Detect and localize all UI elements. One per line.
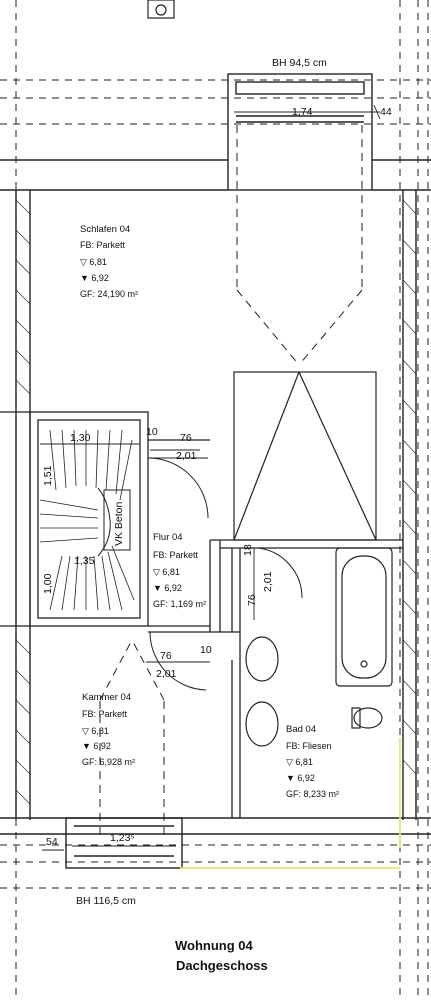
room-name-schlafen: Schlafen 04 <box>80 224 131 235</box>
bottom-sill-height: BH 116,5 cm <box>76 895 136 907</box>
dim-stair-100: 1,00 <box>42 573 54 594</box>
chimney-symbol <box>147 0 175 19</box>
top-sill-height: BH 94,5 cm <box>272 57 327 69</box>
room-name-kammer: Kammer 04 <box>82 692 132 703</box>
bathtub <box>335 547 393 687</box>
dim-door-76c: 76 <box>160 650 172 662</box>
dim-door-201b: 2,01 <box>262 571 274 592</box>
sink-icon <box>245 636 279 682</box>
dim-stair-151: 1,51 <box>42 465 54 486</box>
dim-stair-10: 10 <box>146 426 158 438</box>
room-height-raw-schlafen: ▼ 6,92 <box>80 273 109 283</box>
dim-stair-135: 1,35 <box>74 555 95 567</box>
room-name-bad: Bad 04 <box>286 724 317 735</box>
room-name-flur: Flur 04 <box>153 532 183 543</box>
dim-door-76a: 76 <box>180 432 192 444</box>
room-height-raw-flur: ▼ 6,92 <box>153 583 182 593</box>
dim-door-76b: 76 <box>246 594 258 606</box>
dim-bottom-54: 54 <box>46 836 58 848</box>
dim-door-201a: 2,01 <box>176 450 197 462</box>
room-height-clear-bad: ▽ 6,81 <box>286 757 313 767</box>
room-floor-kammer: FB: Parkett <box>82 709 128 719</box>
toilet-icon <box>353 707 383 729</box>
room-area-kammer: GF: 6,928 m² <box>82 757 136 767</box>
room-area-schlafen: GF: 24,190 m² <box>80 289 139 299</box>
dim-10c: 10 <box>200 644 212 656</box>
room-height-clear-kammer: ▽ 6,81 <box>82 726 109 736</box>
room-floor-flur: FB: Parkett <box>153 550 199 560</box>
room-area-bad: GF: 8,233 m² <box>286 789 340 799</box>
room-height-raw-bad: ▼ 6,92 <box>286 773 315 783</box>
room-height-clear-schlafen: ▽ 6,81 <box>80 257 107 267</box>
room-area-flur: GF: 1,169 m² <box>153 599 207 609</box>
sink-icon <box>245 701 279 747</box>
room-floor-schlafen: FB: Parkett <box>80 240 126 250</box>
dim-bottom-123: 1,23⁵ <box>110 832 135 844</box>
roof-window <box>233 371 377 541</box>
dim-18: 18 <box>242 544 254 556</box>
dim-door-201c: 2,01 <box>156 668 177 680</box>
dim-stair-width: 1,30 <box>70 432 91 444</box>
plan-title-line2: Dachgeschoss <box>176 958 268 973</box>
dim-top-window: 1,74 <box>292 106 313 118</box>
dim-top-side: 44 <box>380 106 392 118</box>
stair-label: VK Beton <box>113 501 125 546</box>
room-height-clear-flur: ▽ 6,81 <box>153 567 180 577</box>
room-floor-bad: FB: Fliesen <box>286 741 332 751</box>
room-height-raw-kammer: ▼ 6,92 <box>82 741 111 751</box>
plan-title-line1: Wohnung 04 <box>175 938 253 953</box>
